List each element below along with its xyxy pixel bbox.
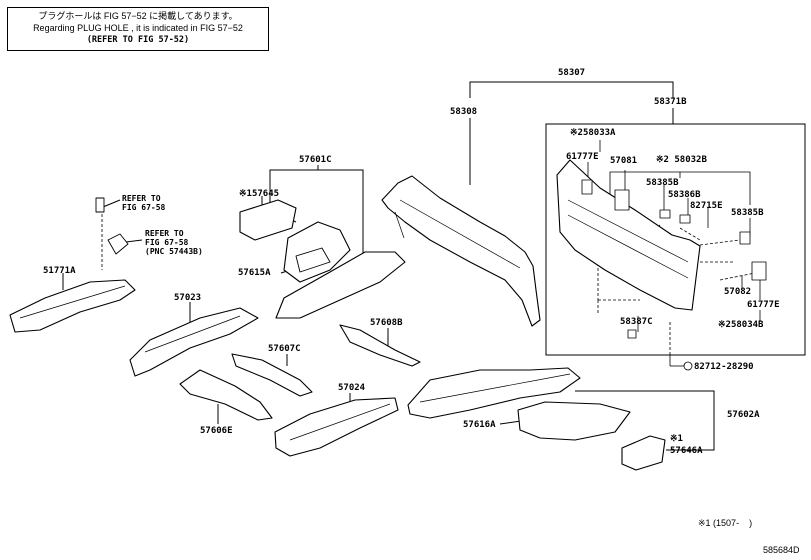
label-57646a[interactable]: 57646A xyxy=(670,446,703,456)
refer-2-line2: FIG 67-58 xyxy=(145,238,189,247)
note-line-refer: (REFER TO FIG 57-52) xyxy=(86,35,190,45)
label-57082[interactable]: 57082 xyxy=(724,287,752,297)
label-58033a[interactable]: ※258033A xyxy=(570,128,616,138)
label-57615a[interactable]: 57615A xyxy=(238,268,271,278)
label-51771a[interactable]: 51771A xyxy=(43,266,76,276)
label-58386b[interactable]: 58386B xyxy=(668,190,701,200)
label-57024[interactable]: 57024 xyxy=(338,383,366,393)
label-57602a[interactable]: 57602A xyxy=(727,410,760,420)
label-57023[interactable]: 57023 xyxy=(174,293,202,303)
label-82712-28290[interactable]: 82712-28290 xyxy=(694,362,754,372)
label-58371b[interactable]: 58371B xyxy=(654,97,687,107)
label-58307[interactable]: 58307 xyxy=(558,68,586,78)
part-57645-shape xyxy=(239,199,297,241)
part-57606e-shape xyxy=(179,369,273,421)
refer-2-line1: REFER TO xyxy=(145,229,184,238)
refer-1-line2: FIG 67-58 xyxy=(122,203,166,212)
part-57646a-shape xyxy=(621,435,666,471)
note-line-ja: プラグホールは FIG 57−52 に掲載してあります。 xyxy=(38,11,238,21)
label-58385b-right[interactable]: 58385B xyxy=(731,208,764,218)
part-57607c-shape xyxy=(231,353,313,397)
note-box: プラグホールは FIG 57−52 に掲載してあります。 Regarding P… xyxy=(7,7,269,51)
label-57646a-note: ※1 xyxy=(670,434,683,444)
label-58308[interactable]: 58308 xyxy=(450,107,478,117)
label-57081[interactable]: 57081 xyxy=(610,156,638,166)
inset-frame xyxy=(545,123,806,356)
refer-1-line1: REFER TO xyxy=(122,194,161,203)
part-57023-shape xyxy=(129,307,259,377)
part-51771a-shape xyxy=(9,279,136,333)
refer-note-2: REFER TO FIG 67-58 (PNC 57443B) xyxy=(145,229,203,256)
label-61777e-lower[interactable]: 61777E xyxy=(747,300,780,310)
part-57616a-shape xyxy=(517,401,631,441)
label-58387c[interactable]: 58387C xyxy=(620,317,653,327)
label-58385b-left[interactable]: 58385B xyxy=(646,178,679,188)
note-line-en: Regarding PLUG HOLE , it is indicated in… xyxy=(33,23,243,33)
refer-note-1: REFER TO FIG 67-58 xyxy=(122,194,165,212)
label-57608b[interactable]: 57608B xyxy=(370,318,403,328)
part-shapes xyxy=(9,159,767,471)
label-57607c[interactable]: 57607C xyxy=(268,344,301,354)
label-57601c[interactable]: 57601C xyxy=(299,155,332,165)
footnote: ※1 (1507- ) xyxy=(698,518,753,528)
label-57645[interactable]: ※157645 xyxy=(239,189,280,199)
label-58034b[interactable]: ※258034B xyxy=(718,320,764,330)
part-57608b-shape xyxy=(339,324,421,367)
refer-2-line3: (PNC 57443B) xyxy=(145,247,203,256)
label-82715e[interactable]: 82715E xyxy=(690,201,723,211)
label-58032b[interactable]: ※2 58032B xyxy=(656,155,707,165)
figure-id: 585684D xyxy=(763,545,800,555)
part-58371b-shape xyxy=(556,159,701,311)
label-57616a[interactable]: 57616A xyxy=(463,420,496,430)
part-58308-shape xyxy=(381,175,541,327)
inset-leader-lines xyxy=(587,140,761,367)
part-57024-shape xyxy=(274,397,399,457)
label-61777e-upper[interactable]: 61777E xyxy=(566,152,599,162)
label-57606e[interactable]: 57606E xyxy=(200,426,233,436)
